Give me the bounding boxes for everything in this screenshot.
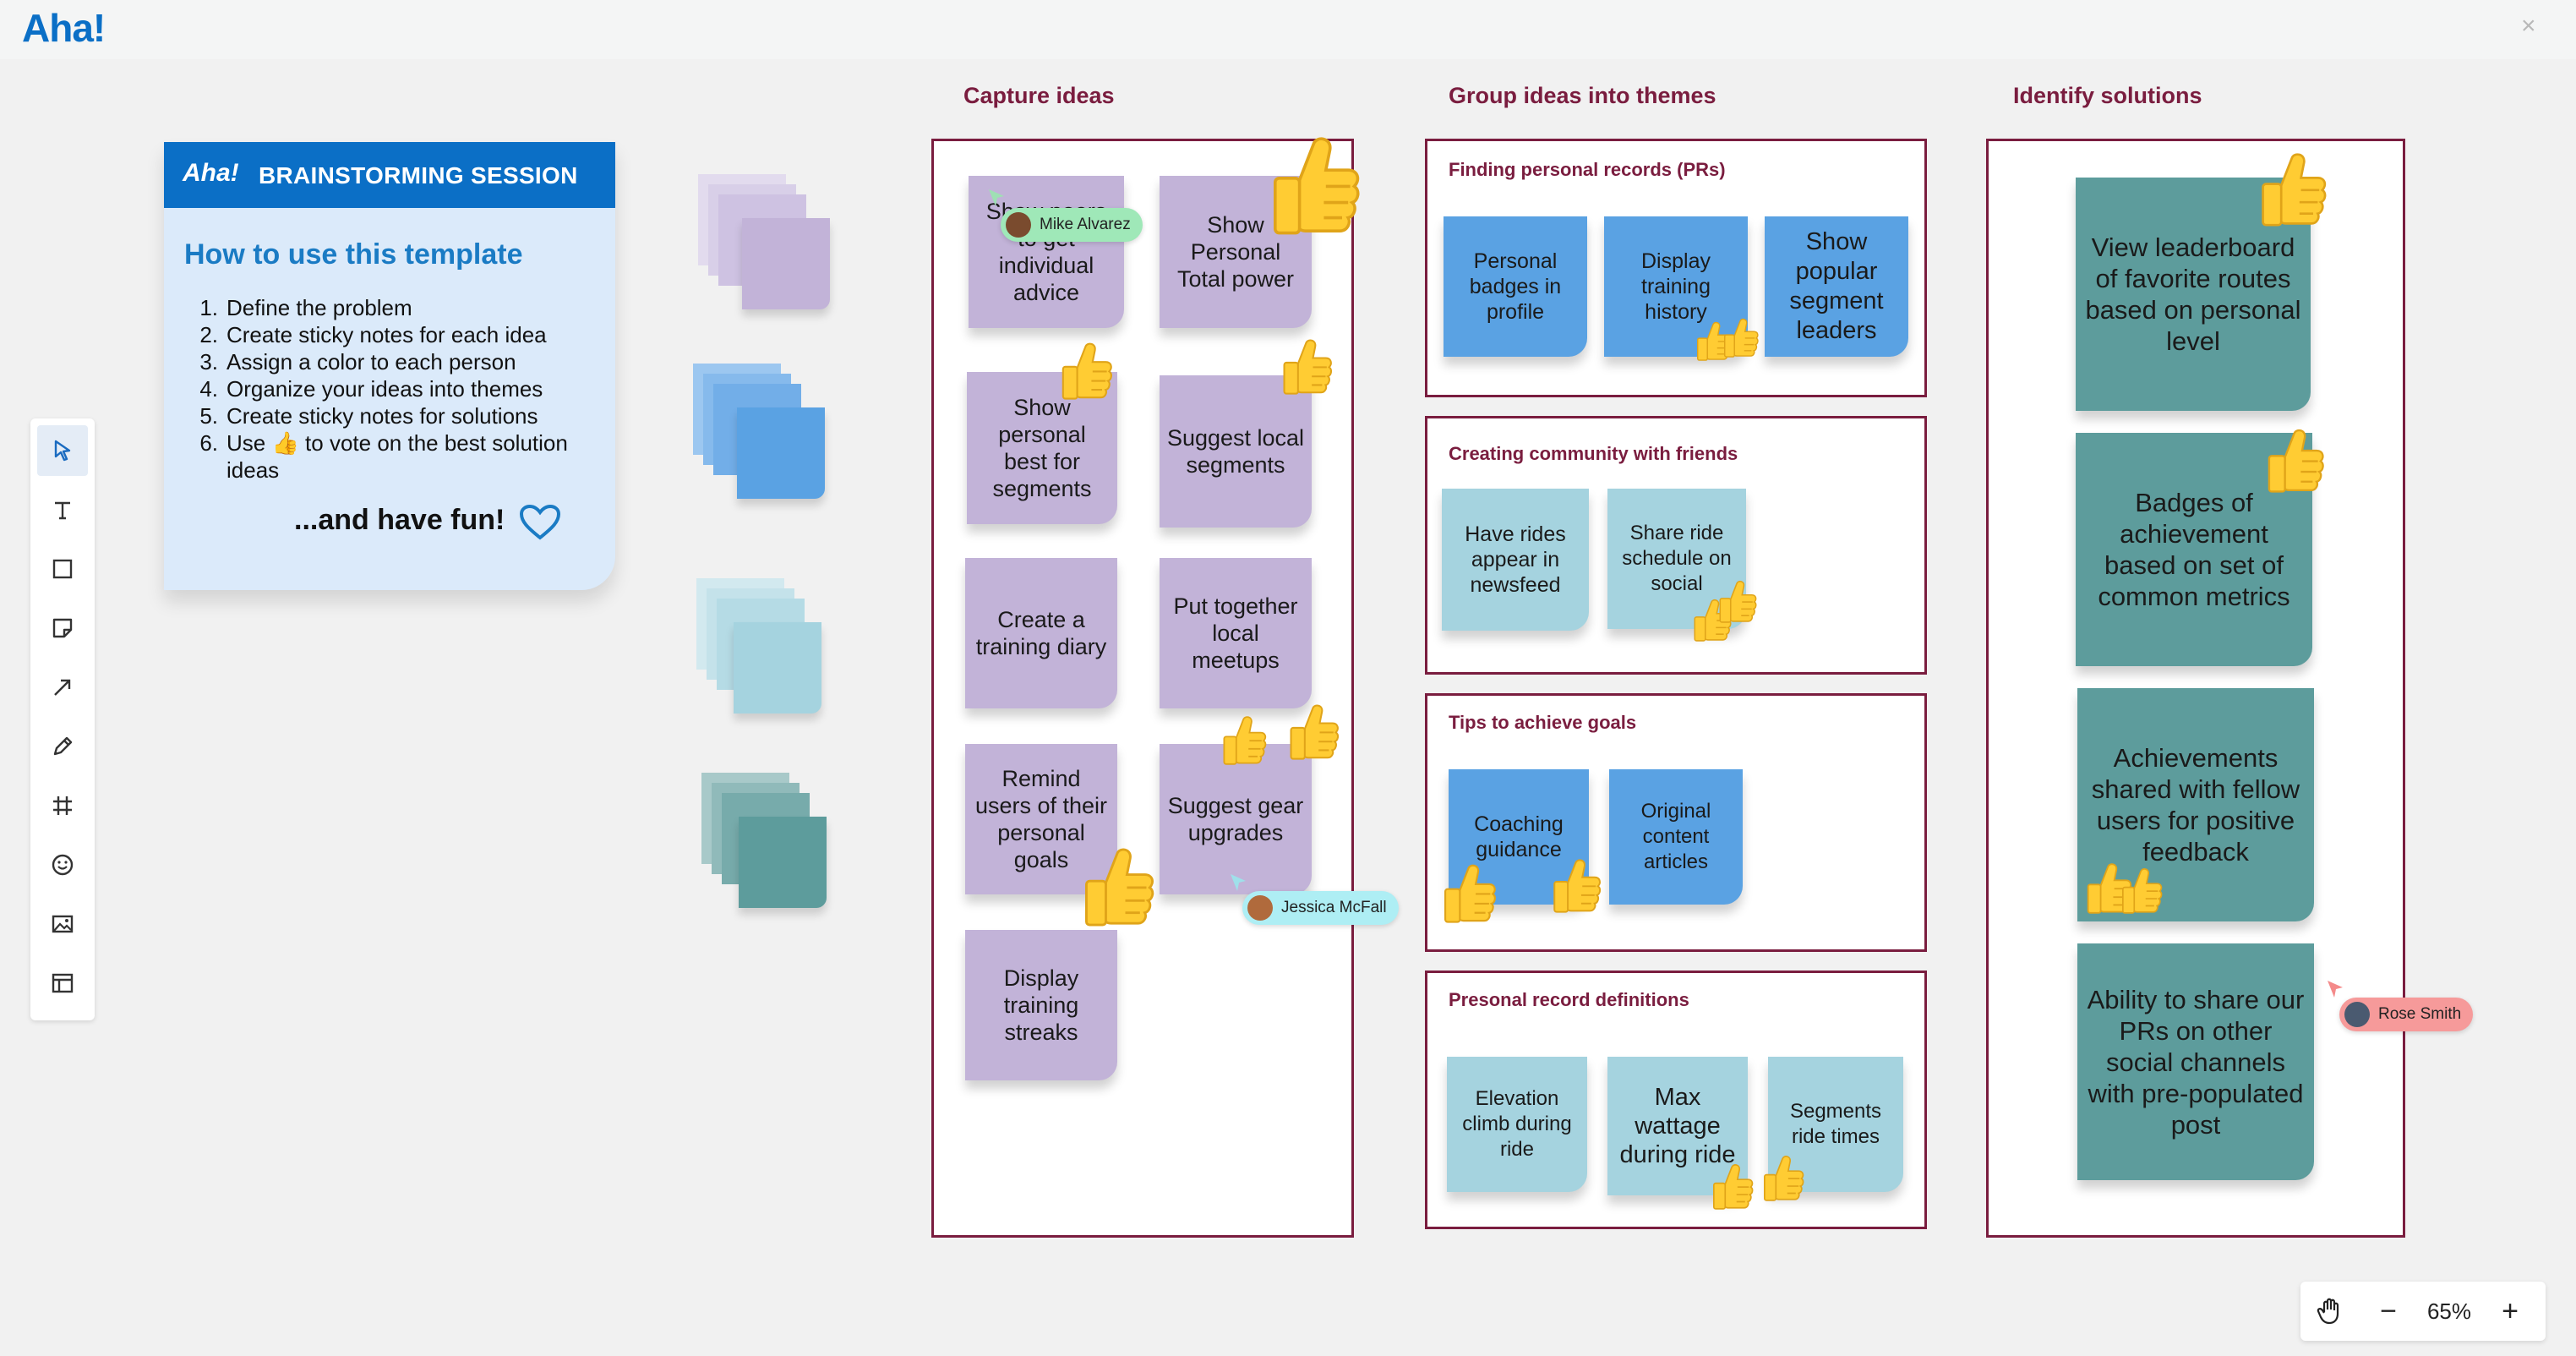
app-logo[interactable]: Aha! [22, 6, 106, 50]
light-blue-sticky-stack[interactable] [696, 578, 840, 730]
sticky-note[interactable]: Display training streaks [965, 930, 1117, 1080]
zoom-level: 65% [2426, 1298, 2472, 1324]
thumbs-up-icon[interactable] [1075, 844, 1156, 928]
sticky-note[interactable]: Have rides appear in newsfeed [1442, 489, 1589, 631]
cursor-pointer-icon [989, 189, 1004, 206]
sticky-note-tool-icon[interactable] [37, 603, 88, 653]
cursor-pointer-icon [2328, 981, 2343, 998]
template-instructions-card[interactable]: Aha! BRAINSTORMING SESSION How to use th… [164, 142, 615, 590]
zoom-controls: − 65% + [2300, 1282, 2546, 1341]
tools-toolbar [30, 418, 95, 1020]
thumbs-up-icon[interactable] [2260, 426, 2326, 494]
step-item: 5.Create sticky notes for solutions [199, 403, 538, 429]
zoom-in-button[interactable]: + [2502, 1294, 2519, 1327]
capture-ideas-title: Capture ideas [963, 83, 1115, 108]
card-logo: Aha! [183, 159, 239, 187]
sticky-note[interactable]: Personal badges in profile [1444, 216, 1587, 357]
zoom-out-button[interactable]: − [2380, 1294, 2397, 1327]
sticky-note[interactable]: Max wattage during ride [1607, 1057, 1748, 1195]
sticky-note[interactable]: Suggest gear upgrades [1160, 744, 1312, 894]
thumbs-up-icon[interactable] [1217, 714, 1268, 766]
heart-icon [519, 504, 561, 540]
collaborator-cursor-label: Jessica McFall [1242, 891, 1399, 925]
thumbs-up-icon[interactable] [1261, 132, 1362, 237]
arrow-tool-icon[interactable] [37, 662, 88, 713]
sticky-note[interactable]: Display training history [1604, 216, 1748, 357]
emoji-tool-icon[interactable] [37, 839, 88, 890]
rectangle-tool-icon[interactable] [37, 544, 88, 594]
thumbs-up-icon[interactable] [1719, 316, 1760, 358]
theme-group-title: Tips to achieve goals [1449, 712, 1637, 733]
purple-sticky-stack[interactable] [698, 174, 842, 326]
thumbs-up-icon[interactable] [1055, 340, 1114, 401]
sticky-note[interactable]: Original content articles [1609, 769, 1743, 905]
hand-pan-icon[interactable] [2309, 1282, 2351, 1341]
step-item: 6.Use 👍 to vote on the best solution ide… [199, 430, 568, 483]
sticky-note[interactable]: Segments ride times [1768, 1057, 1903, 1192]
theme-group-title: Presonal record definitions [1449, 989, 1689, 1010]
teal-sticky-stack[interactable] [701, 773, 845, 925]
thumbs-up-icon[interactable] [2116, 866, 2164, 915]
top-bar [0, 0, 2576, 59]
avatar [1247, 895, 1273, 921]
steps-list: 1.Define the problem 2.Create sticky not… [184, 294, 607, 484]
template-tool-icon[interactable] [37, 958, 88, 1009]
sticky-note[interactable]: Ability to share our PRs on other social… [2077, 943, 2314, 1180]
collaborator-cursor-label: Mike Alvarez [1001, 208, 1143, 242]
card-footer: ...and have fun! [294, 504, 505, 536]
sticky-note[interactable]: Put together local meetups [1160, 558, 1312, 708]
frame-tool-icon[interactable] [37, 780, 88, 831]
step-item: 4.Organize your ideas into themes [199, 376, 543, 402]
group-ideas-title: Group ideas into themes [1449, 83, 1716, 108]
identify-solutions-title: Identify solutions [2013, 83, 2202, 108]
text-tool-icon[interactable] [37, 484, 88, 535]
thumbs-up-icon[interactable] [1276, 336, 1334, 396]
step-item: 2.Create sticky notes for each idea [199, 322, 547, 347]
thumbs-up-icon[interactable] [1547, 856, 1602, 915]
sticky-note[interactable]: Show popular segment leaders [1765, 216, 1908, 357]
thumbs-up-icon[interactable] [2248, 150, 2333, 227]
sticky-note[interactable]: Create a training diary [965, 558, 1117, 708]
cursor-pointer-icon [1231, 874, 1246, 891]
step-item: 1.Define the problem [199, 295, 412, 320]
image-tool-icon[interactable] [37, 899, 88, 949]
thumbs-up-icon[interactable] [1758, 1153, 1805, 1202]
step-item: 3.Assign a color to each person [199, 349, 516, 375]
select-tool-icon[interactable] [37, 425, 88, 476]
avatar [2344, 1002, 2370, 1027]
thumbs-up-icon[interactable] [1707, 1162, 1755, 1211]
blue-sticky-stack[interactable] [693, 364, 837, 516]
card-header-title: BRAINSTORMING SESSION [259, 162, 578, 189]
thumbs-up-icon[interactable] [1283, 702, 1340, 761]
sticky-note[interactable]: Suggest local segments [1160, 375, 1312, 528]
sticky-note[interactable]: Remind users of their personal goals [965, 744, 1117, 894]
card-title: How to use this template [184, 238, 523, 271]
sticky-note[interactable]: Elevation climb during ride [1447, 1057, 1587, 1192]
pen-tool-icon[interactable] [37, 721, 88, 772]
card-header: Aha! BRAINSTORMING SESSION [164, 142, 615, 208]
close-icon[interactable]: × [2521, 12, 2536, 40]
thumbs-up-icon[interactable] [1437, 861, 1498, 925]
theme-group-title: Finding personal records (PRs) [1449, 159, 1726, 180]
theme-group-title: Creating community with friends [1449, 443, 1738, 464]
avatar [1006, 212, 1031, 238]
collaborator-cursor-label: Rose Smith [2339, 998, 2474, 1031]
thumbs-up-icon[interactable] [1714, 578, 1758, 624]
